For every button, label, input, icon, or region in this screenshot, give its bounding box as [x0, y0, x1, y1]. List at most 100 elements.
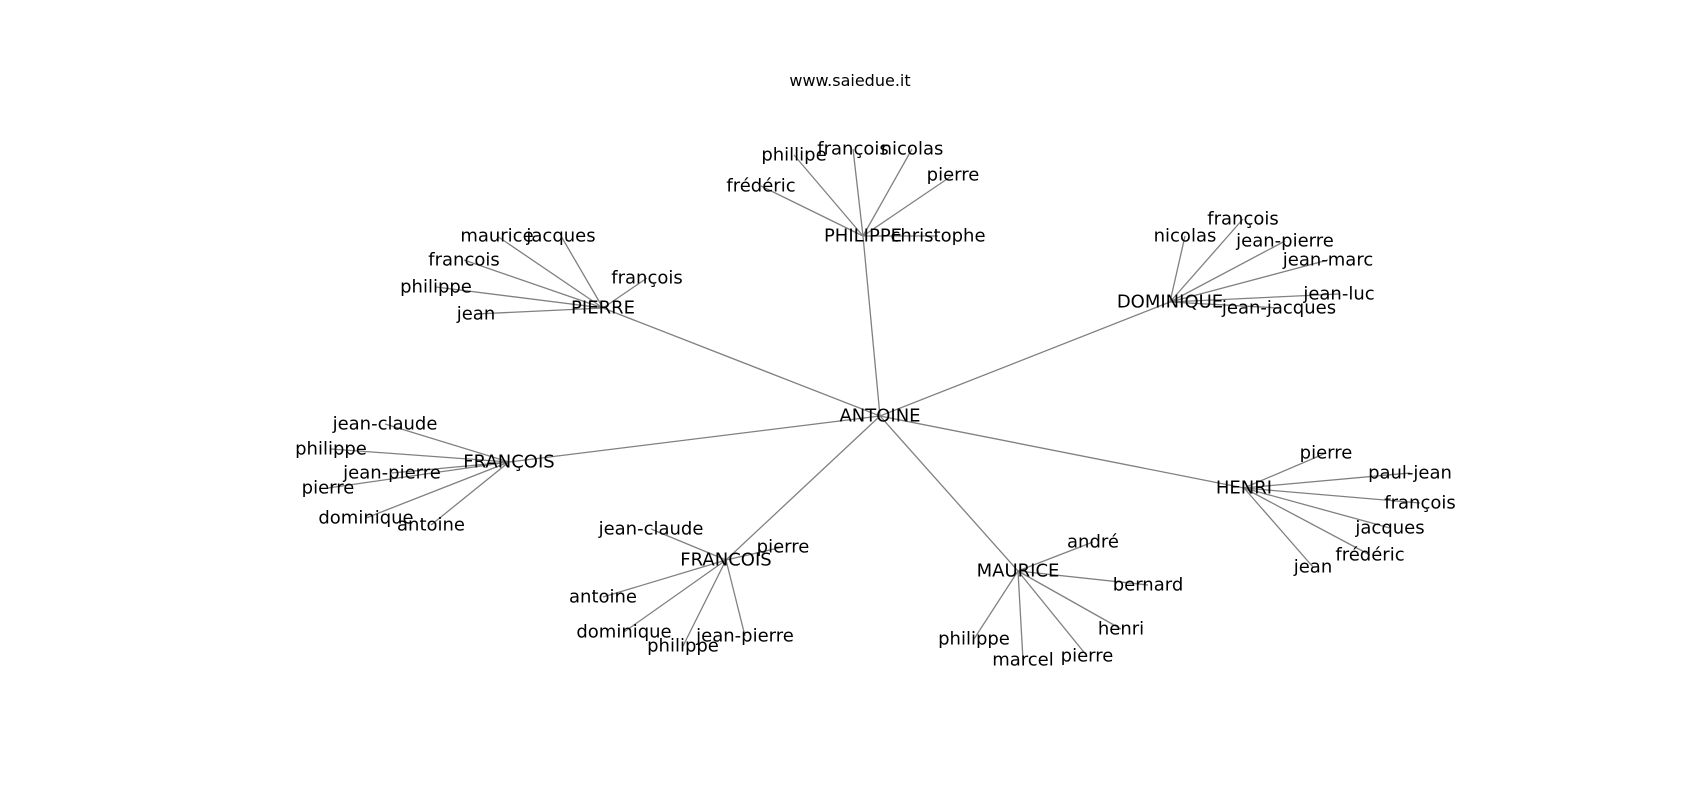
edge-philippe-francois [852, 148, 864, 237]
edge-maurice-marcel [1017, 570, 1024, 661]
leaf-node-label: philippe [400, 277, 472, 298]
edge-root-dominique [879, 301, 1171, 417]
edge-root-henri [879, 415, 1245, 489]
edge-henri-paul-jean [1243, 472, 1411, 489]
leaf-node-label: jean-claude [598, 519, 704, 540]
edge-francois-jean-claude [650, 528, 727, 561]
group-node-label: FRANCOIS [680, 550, 771, 571]
leaf-node-label: jacques [525, 226, 595, 247]
edge-maurice-bernard [1017, 570, 1149, 586]
edge-henri-frederic [1243, 487, 1371, 556]
leaf-node-label: francois [428, 250, 499, 271]
edge-francois-philippe [330, 448, 510, 463]
edge-philippe-frederic [760, 185, 864, 237]
leaf-node-label: henri [1098, 619, 1144, 640]
edge-maurice-pierre [1017, 570, 1088, 657]
leaf-node-label: paul-jean [1368, 463, 1452, 484]
group-node-label: HENRI [1216, 478, 1272, 499]
edge-root-maurice [879, 415, 1019, 572]
leaf-node-label: philippe [295, 439, 367, 460]
leaf-node-label: pierre [1300, 443, 1353, 464]
edge-francois-pierre [725, 546, 784, 561]
leaf-node-label: jean [456, 304, 496, 325]
edge-henri-jean [1243, 487, 1314, 568]
edge-francois-jean-claude [384, 423, 510, 463]
edge-francois-dominique [365, 461, 510, 519]
edge-pierre-francois [463, 259, 604, 309]
leaf-node-label: françois [611, 268, 682, 289]
edge-francois-dominique [623, 559, 727, 633]
leaf-node-label: françois [1207, 209, 1278, 230]
edge-pierre-maurice [496, 235, 604, 309]
leaf-node-label: maurice [460, 226, 533, 247]
leaf-node-label: jean-marc [1282, 250, 1373, 271]
leaf-node-label: andré [1067, 532, 1119, 553]
leaf-node-label: christophe [890, 226, 985, 247]
leaf-node-label: frédéric [1335, 545, 1404, 566]
leaf-node-label: pierre [1061, 646, 1114, 667]
leaf-node-label: jean-luc [1302, 284, 1374, 305]
leaf-node-label: jean-pierre [695, 626, 794, 647]
edge-root-philippe [862, 235, 881, 417]
leaf-node-label: marcel [992, 650, 1054, 671]
edge-francois-jean-pierre [391, 461, 510, 474]
edge-dominique-francois [1169, 218, 1244, 303]
leaf-node-label: antoine [397, 515, 465, 536]
leaf-node-label: jean-jacques [1221, 298, 1336, 319]
leaf-node-label: pierre [302, 478, 355, 499]
edge-dominique-nicolas [1169, 235, 1186, 303]
edge-philippe-nicolas [862, 148, 913, 237]
edge-root-francois [508, 415, 881, 463]
edge-maurice-henri [1017, 570, 1122, 630]
edge-maurice-philippe [973, 570, 1019, 640]
leaf-node-label: françois [1384, 493, 1455, 514]
edge-pierre-jacques [560, 235, 604, 309]
leaf-node-label: jean-pierre [1235, 231, 1334, 252]
group-node-label: PIERRE [571, 298, 635, 319]
edges-layer [327, 148, 1421, 661]
edge-francois-antoine [430, 461, 510, 526]
edge-philippe-phillipe [793, 154, 864, 237]
leaf-node-label: jean [1293, 557, 1333, 578]
leaf-node-label: nicolas [1154, 226, 1217, 247]
leaf-node-label: françois [817, 139, 888, 160]
leaf-node-label: antoine [569, 587, 637, 608]
edge-philippe-pierre [862, 174, 954, 237]
labels-layer: ANTOINEPHILIPPEphillipefrançoisnicolaspi… [295, 139, 1456, 671]
leaf-node-label: jean-pierre [342, 463, 441, 484]
leaf-node-label: pierre [757, 537, 810, 558]
root-node-label: ANTOINE [839, 406, 920, 427]
edge-henri-francois [1243, 487, 1421, 504]
leaf-node-label: jean-claude [332, 414, 438, 435]
edge-henri-jacques [1243, 487, 1391, 529]
edge-root-francois [725, 415, 881, 561]
edge-pierre-francois [602, 277, 648, 309]
leaf-node-label: dominique [318, 508, 413, 529]
leaf-node-label: dominique [576, 622, 671, 643]
edge-henri-pierre [1243, 452, 1327, 489]
edge-francois-philippe [682, 559, 727, 647]
leaf-node-label: phillipe [761, 145, 826, 166]
site-header: www.saiedue.it [789, 71, 911, 90]
leaf-node-label: jacques [1354, 518, 1424, 539]
edge-dominique-jean-marc [1169, 259, 1329, 303]
leaf-node-label: bernard [1113, 575, 1184, 596]
edge-maurice-andre [1017, 541, 1094, 572]
group-node-label: PHILIPPE [824, 226, 902, 247]
edge-dominique-jean-jacques [1169, 301, 1280, 309]
edge-francois-antoine [602, 559, 727, 598]
leaf-node-label: philippe [647, 636, 719, 657]
group-node-label: FRANÇOIS [463, 452, 554, 473]
edge-pierre-philippe [435, 286, 604, 309]
edge-francois-pierre [327, 461, 510, 489]
edge-francois-jean-pierre [725, 559, 746, 637]
leaf-node-label: pierre [927, 165, 980, 186]
leaf-node-label: philippe [938, 629, 1010, 650]
edge-dominique-jean-pierre [1169, 240, 1286, 303]
leaf-node-label: nicolas [881, 139, 944, 160]
edge-dominique-jean-luc [1169, 293, 1340, 303]
group-node-label: MAURICE [977, 561, 1060, 582]
edge-root-pierre [602, 307, 881, 417]
